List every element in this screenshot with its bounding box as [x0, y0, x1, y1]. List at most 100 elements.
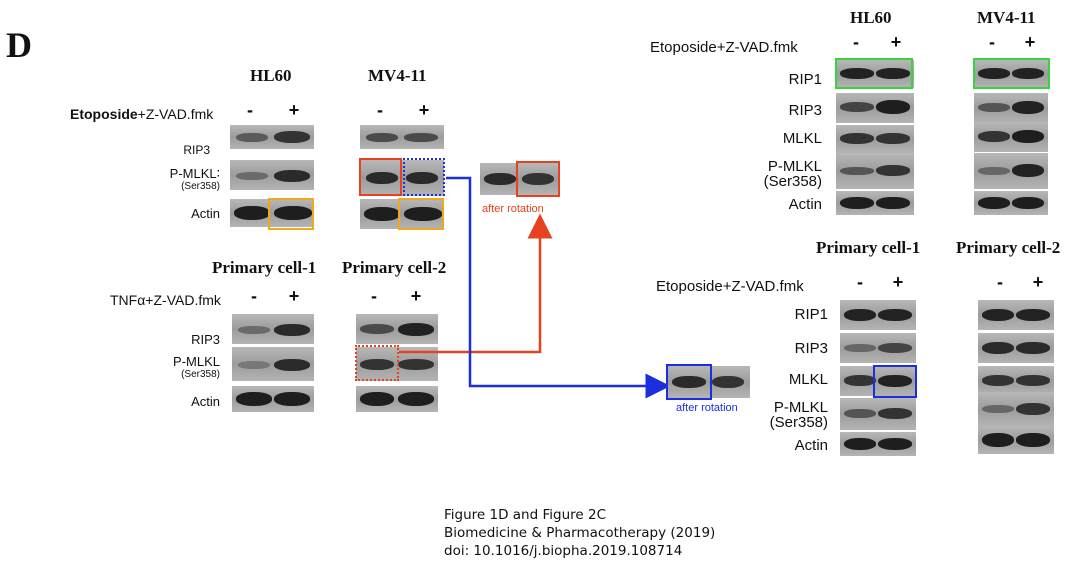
red-dotted-box — [355, 345, 399, 381]
header-primary-2-left: Primary cell-2 — [342, 258, 447, 277]
sign-plus: + — [890, 32, 902, 52]
row-label-pmlkl: P-MLKL∶ — [169, 166, 220, 181]
row-label-ser358: (Ser358) — [181, 369, 220, 380]
blot-rotated-blue — [666, 366, 750, 398]
blot-rip3-pc1 — [232, 314, 314, 344]
red-box-mv411 — [359, 158, 402, 196]
blue-note: after rotation — [676, 402, 738, 414]
blot-pmlkl-pc2-right — [978, 392, 1054, 426]
sign-plus: + — [288, 100, 300, 120]
caption-line-2: Biomedicine & Pharmacotherapy (2019) — [444, 525, 716, 541]
blot-pmlkl-pc1-right — [840, 398, 916, 430]
sign-minus: - — [371, 286, 377, 306]
row-label-rip1: RIP1 — [788, 71, 822, 88]
header-primary-1-left: Primary cell-1 — [212, 258, 317, 277]
sign-minus: - — [989, 32, 995, 52]
row-label-actin: Actin — [794, 437, 828, 454]
blot-actin-hl60-right — [836, 191, 914, 215]
orange-box — [268, 198, 314, 230]
blot-actin-pc1-right — [840, 432, 916, 456]
header-primary-2-right: Primary cell-2 — [956, 238, 1061, 257]
blot-pmlkl-pc1 — [232, 347, 314, 381]
green-box — [835, 58, 913, 89]
sign-minus: - — [857, 272, 863, 292]
header-mv411-left: MV4-11 — [368, 66, 427, 85]
treatment-suffix: +Z-VAD.fmk — [137, 106, 214, 122]
row-label-mlkl: MLKL — [788, 371, 828, 388]
blot-rip3-mv411-right — [974, 93, 1048, 123]
sign-minus: - — [853, 32, 859, 52]
blue-dotted-box — [403, 158, 445, 196]
row-label-actin: Actin — [191, 206, 220, 221]
sign-plus: + — [892, 272, 904, 292]
row-label-pmlkl: P-MLKL — [773, 399, 828, 416]
treatment-prefix: Etoposide — [70, 106, 138, 122]
treatment-label-left-top: Etoposide+Z-VAD.fmk — [70, 106, 213, 122]
blue-arrow — [446, 176, 671, 399]
blot-actin-hl60 — [230, 199, 314, 227]
row-label-actin: Actin — [788, 196, 822, 213]
sign-minus: - — [377, 100, 383, 120]
row-label-ser358: (Ser358) — [769, 414, 828, 431]
row-label-mlkl: MLKL — [782, 130, 822, 147]
blot-rip1-pc1-right — [840, 300, 916, 330]
sign-plus: + — [288, 286, 300, 306]
red-box-rotated — [516, 161, 560, 197]
sign-minus: - — [997, 272, 1003, 292]
blot-actin-mv411-right — [974, 191, 1048, 215]
sign-plus: + — [1032, 272, 1044, 292]
blot-rip3-hl60 — [230, 125, 314, 149]
blot-pmlkl-hl60 — [230, 160, 314, 190]
treatment-label-right-top: Etoposide+Z-VAD.fmk — [650, 39, 798, 56]
blot-rip3-mv411 — [360, 125, 444, 149]
blot-actin-pc1 — [232, 386, 314, 412]
blot-rip3-hl60-right — [836, 93, 914, 123]
row-label-ser358: (Ser358) — [763, 173, 822, 190]
treatment-label-right-bottom: Etoposide+Z-VAD.fmk — [656, 278, 804, 295]
blot-actin-mv411 — [360, 199, 444, 229]
blot-actin-pc2 — [356, 386, 438, 412]
row-label-pmlkl: P-MLKL — [173, 354, 220, 369]
row-label-pmlkl: P-MLKL — [767, 158, 822, 175]
row-label-rip3: RIP3 — [794, 340, 828, 357]
blue-box-rotated — [666, 364, 712, 400]
row-label-rip1: RIP1 — [794, 306, 828, 323]
blot-pmlkl-mv411-right — [974, 153, 1048, 189]
blot-mlkl-hl60-right — [836, 125, 914, 153]
orange-box — [398, 198, 444, 230]
green-box — [973, 58, 1050, 89]
sign-plus: + — [1024, 32, 1036, 52]
blot-mlkl-pc2-right — [978, 366, 1054, 396]
sign-plus: + — [410, 286, 422, 306]
row-label-rip3: RIP3 — [788, 102, 822, 119]
blot-mlkl-pc1-right — [840, 366, 916, 396]
blot-actin-pc2-right — [978, 426, 1054, 454]
row-label-rip3: RIP3 — [183, 143, 210, 157]
caption-line-3: doi: 10.1016/j.biopha.2019.108714 — [444, 543, 683, 559]
blot-mlkl-mv411-right — [974, 122, 1048, 152]
sign-plus: + — [418, 100, 430, 120]
blot-rip3-pc1-right — [840, 333, 916, 363]
caption-line-1: Figure 1D and Figure 2C — [444, 507, 606, 523]
header-mv411-right: MV4-11 — [977, 8, 1036, 27]
blot-rip3-pc2 — [356, 314, 438, 344]
row-label-actin: Actin — [191, 394, 220, 409]
header-hl60-left: HL60 — [250, 66, 292, 85]
blot-rip1-mv411-right — [974, 60, 1048, 88]
sign-minus: - — [251, 286, 257, 306]
blot-rip1-hl60-right — [836, 60, 914, 88]
row-label-rip3: RIP3 — [191, 332, 220, 347]
figure-caption: Figure 1D and Figure 2C Biomedicine & Ph… — [444, 506, 715, 560]
blot-pmlkl-hl60-right — [836, 153, 914, 189]
blot-rip1-pc2-right — [978, 300, 1054, 330]
blot-pmlkl-mv411 — [360, 160, 444, 196]
blot-rip3-pc2-right — [978, 333, 1054, 363]
header-hl60-right: HL60 — [850, 8, 892, 27]
treatment-label-left-bottom: TNFα+Z-VAD.fmk — [110, 292, 221, 308]
panel-letter: D — [6, 25, 32, 65]
red-note: after rotation — [482, 203, 544, 215]
blue-box — [873, 365, 917, 398]
sign-minus: - — [247, 100, 253, 120]
header-primary-1-right: Primary cell-1 — [816, 238, 921, 257]
